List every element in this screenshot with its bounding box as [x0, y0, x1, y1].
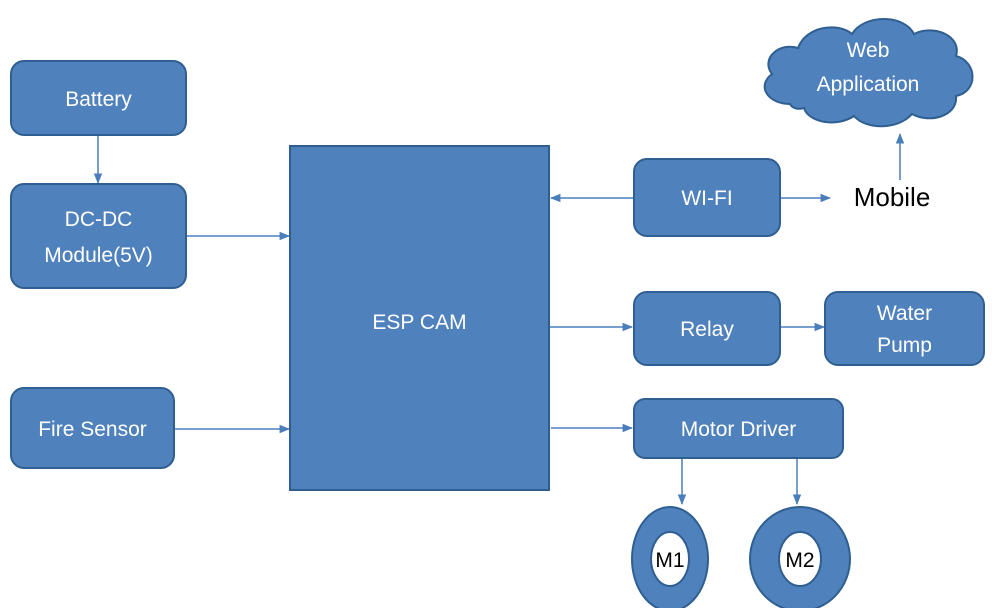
esp-cam-label: ESP CAM — [372, 311, 466, 334]
motor-m2-label: M2 — [785, 549, 814, 572]
fire-sensor-block: Fire Sensor — [10, 387, 175, 469]
dc-dc-module-block: DC-DC Module(5V) — [10, 183, 187, 289]
web-app-label-line-1: Web — [847, 39, 890, 62]
water-pump-label-line-1: Water — [877, 302, 932, 325]
fire-sensor-label: Fire Sensor — [38, 418, 147, 441]
wifi-block: WI-FI — [633, 158, 781, 237]
web-application-cloud: Web Application — [763, 18, 974, 128]
esp-cam-block: ESP CAM — [289, 145, 550, 491]
battery-label: Battery — [65, 88, 132, 111]
dc-dc-label-line-1: DC-DC — [65, 208, 133, 231]
wifi-label: WI-FI — [681, 187, 732, 210]
motor-m1: M1 — [631, 506, 709, 608]
water-pump-block: Water Pump — [824, 291, 985, 366]
relay-block: Relay — [633, 291, 781, 366]
motor-driver-label: Motor Driver — [681, 418, 797, 441]
connectors — [93, 132, 905, 506]
motor-driver-block: Motor Driver — [633, 398, 844, 459]
motor-m2: M2 — [749, 506, 851, 608]
motor-m1-label: M1 — [655, 549, 684, 572]
relay-label: Relay — [680, 318, 734, 341]
water-pump-label-line-2: Pump — [877, 334, 932, 357]
web-app-label-line-2: Application — [817, 73, 920, 96]
mobile-label: Mobile — [854, 182, 931, 212]
battery-block: Battery — [10, 60, 187, 136]
dc-dc-label-line-2: Module(5V) — [44, 244, 153, 267]
